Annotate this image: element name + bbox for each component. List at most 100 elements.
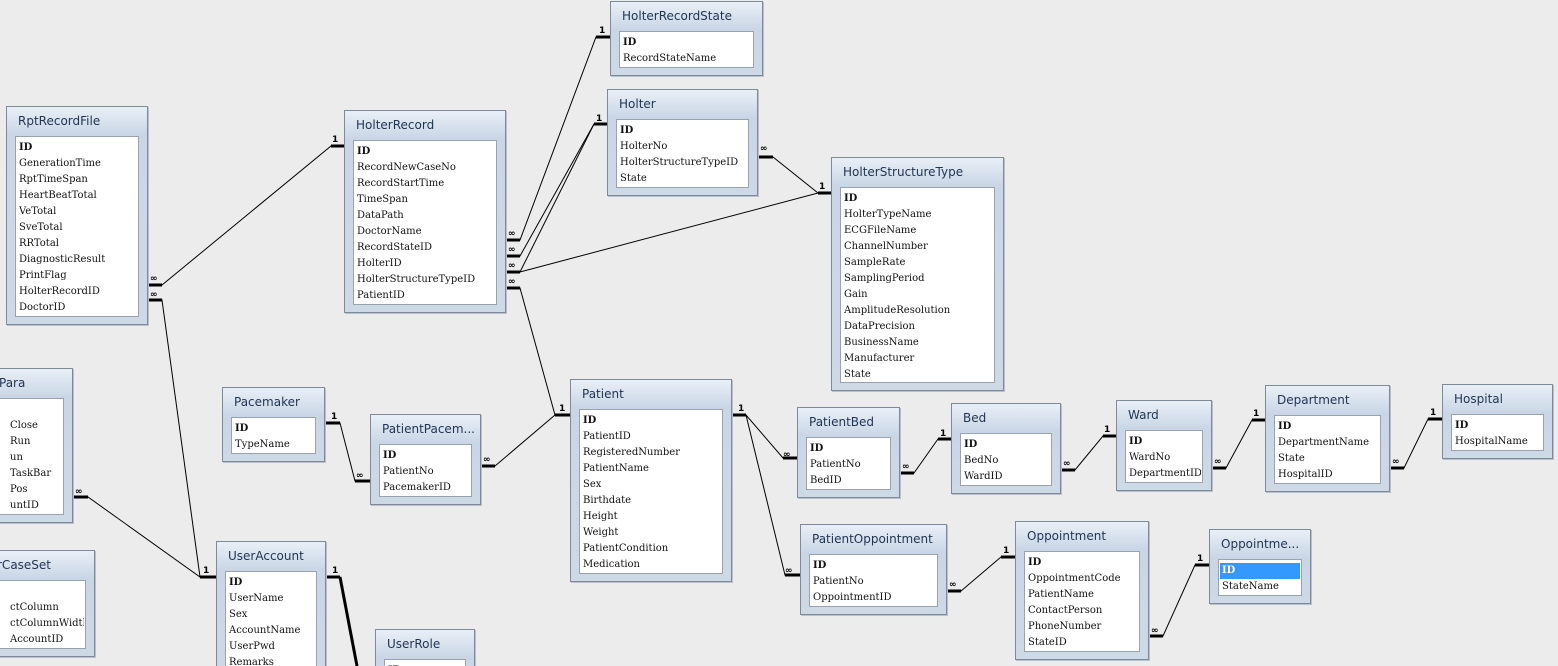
- table-patientpacemaker[interactable]: PatientPacem... ID PatientNo PacemakerID: [370, 414, 481, 505]
- column-row[interactable]: AccountName: [229, 625, 301, 636]
- column-row[interactable]: un: [10, 452, 23, 463]
- column-row[interactable]: PatientID: [357, 290, 405, 301]
- table-patientoppointment[interactable]: PatientOppointment ID PatientNo Oppointm…: [800, 524, 947, 615]
- table-patient[interactable]: Patient ID PatientID RegisteredNumber Pa…: [570, 379, 732, 582]
- column-row[interactable]: [0, 402, 62, 418]
- column-row[interactable]: AmplitudeResolution: [844, 305, 951, 316]
- column-row[interactable]: Remarks: [229, 657, 274, 666]
- column-row[interactable]: UserPwd: [229, 641, 275, 652]
- column-row[interactable]: RecordStartTime: [357, 178, 445, 189]
- relationship-line[interactable]: [506, 123, 607, 273]
- column-row[interactable]: RegisteredNumber: [583, 447, 680, 458]
- column-row[interactable]: ChannelNumber: [844, 241, 928, 252]
- column-row[interactable]: [0, 584, 84, 600]
- column-row[interactable]: OppointmentID: [813, 592, 892, 603]
- column-row[interactable]: SamplingPeriod: [844, 273, 925, 284]
- column-row[interactable]: HeartBeatTotal: [19, 190, 97, 201]
- table-ward[interactable]: Ward ID WardNo DepartmentID: [1116, 400, 1212, 491]
- column-row[interactable]: ID: [964, 439, 978, 450]
- column-row[interactable]: DepartmentID: [1129, 468, 1201, 479]
- column-row[interactable]: HolterStructureTypeID: [620, 157, 739, 168]
- column-row[interactable]: Gain: [844, 289, 868, 300]
- column-row[interactable]: UserName: [229, 593, 284, 604]
- column-row[interactable]: HospitalID: [1278, 469, 1333, 480]
- table-holterrecord[interactable]: HolterRecord ID RecordNewCaseNo RecordSt…: [344, 110, 506, 313]
- column-row[interactable]: HolterID: [357, 258, 402, 269]
- column-row[interactable]: SveTotal: [19, 222, 63, 233]
- table-holterstructuretype[interactable]: HolterStructureType ID HolterTypeName EC…: [831, 157, 1004, 391]
- column-row[interactable]: PatientName: [1028, 589, 1094, 600]
- column-row[interactable]: DiagnosticResult: [19, 254, 106, 265]
- column-row[interactable]: HolterNo: [620, 141, 668, 152]
- column-row[interactable]: PacemakerID: [383, 482, 451, 493]
- column-row[interactable]: ID: [383, 450, 397, 461]
- column-row[interactable]: ctColumnWidth: [10, 618, 84, 629]
- column-row[interactable]: PatientNo: [383, 466, 434, 477]
- column-row[interactable]: AccountID: [10, 634, 64, 645]
- column-row[interactable]: PatientCondition: [583, 543, 669, 554]
- column-row[interactable]: HolterRecordID: [19, 286, 100, 297]
- column-row[interactable]: RecordStateName: [623, 53, 717, 64]
- column-row[interactable]: ID: [810, 443, 824, 454]
- column-row[interactable]: BedNo: [964, 455, 999, 466]
- column-row[interactable]: WardNo: [1129, 452, 1171, 463]
- column-row[interactable]: ID: [813, 560, 827, 571]
- relationship-line[interactable]: [148, 299, 216, 578]
- column-row[interactable]: ID: [229, 577, 243, 588]
- column-row[interactable]: ID: [1028, 557, 1042, 568]
- column-row[interactable]: State: [844, 369, 871, 380]
- column-row[interactable]: Manufacturer: [844, 353, 915, 364]
- column-row[interactable]: HolterTypeName: [844, 209, 932, 220]
- column-row[interactable]: WardID: [964, 471, 1003, 482]
- column-row[interactable]: OppointmentCode: [1028, 573, 1121, 584]
- column-row[interactable]: RptTimeSpan: [19, 174, 88, 185]
- column-row[interactable]: ID: [844, 193, 858, 204]
- table-hospital[interactable]: Hospital ID HospitalName: [1442, 384, 1553, 459]
- column-row[interactable]: ID: [620, 125, 634, 136]
- column-row[interactable]: ID: [1278, 421, 1292, 432]
- table-pacemaker[interactable]: Pacemaker ID TypeName: [222, 387, 325, 462]
- column-row[interactable]: RecordStateID: [357, 242, 432, 253]
- table-caseset[interactable]: rCaseSet ctColumn ctColumnWidth AccountI…: [0, 550, 95, 657]
- column-row[interactable]: Weight: [583, 527, 619, 538]
- column-row[interactable]: PatientID: [583, 431, 631, 442]
- column-row[interactable]: DoctorID: [19, 302, 66, 313]
- column-row[interactable]: ctColumn: [10, 602, 59, 613]
- column-row[interactable]: SampleRate: [844, 257, 906, 268]
- column-row[interactable]: StateID: [1028, 637, 1067, 648]
- column-row[interactable]: PhoneNumber: [1028, 621, 1102, 632]
- table-department[interactable]: Department ID DepartmentName State Hospi…: [1265, 385, 1390, 492]
- column-row[interactable]: DoctorName: [357, 226, 422, 237]
- column-row[interactable]: TimeSpan: [357, 194, 408, 205]
- column-row[interactable]: Height: [583, 511, 618, 522]
- column-row[interactable]: DepartmentName: [1278, 437, 1370, 448]
- column-row[interactable]: ID: [583, 415, 597, 426]
- relationship-line[interactable]: [506, 287, 570, 416]
- table-holterrecordstate[interactable]: HolterRecordState ID RecordStateName: [610, 1, 763, 76]
- column-row[interactable]: Pos: [10, 484, 28, 495]
- relationship-line[interactable]: [947, 556, 1015, 592]
- column-row[interactable]: RecordNewCaseNo: [357, 162, 456, 173]
- column-row[interactable]: PatientName: [583, 463, 649, 474]
- column-row[interactable]: DataPath: [357, 210, 404, 221]
- relationship-line[interactable]: [506, 192, 831, 273]
- table-holter[interactable]: Holter ID HolterNo HolterStructureTypeID…: [607, 89, 758, 196]
- relationship-line[interactable]: [148, 145, 344, 286]
- table-oppointmentstate[interactable]: Oppointme... ID StateName: [1209, 529, 1311, 604]
- table-rptrecordfile[interactable]: RptRecordFile ID GenerationTime RptTimeS…: [6, 106, 148, 325]
- column-row[interactable]: ContactPerson: [1028, 605, 1103, 616]
- column-row-selected[interactable]: ID: [1220, 563, 1300, 579]
- column-row[interactable]: Sex: [583, 479, 602, 490]
- column-row[interactable]: BedID: [810, 475, 842, 486]
- table-patientbed[interactable]: PatientBed ID PatientNo BedID: [797, 407, 900, 498]
- column-row[interactable]: DataPrecision: [844, 321, 915, 332]
- table-useraccount[interactable]: UserAccount ID UserName Sex AccountName …: [216, 541, 326, 666]
- table-bed[interactable]: Bed ID BedNo WardID: [951, 403, 1061, 494]
- table-userrole[interactable]: UserRole ID: [375, 629, 475, 666]
- column-row[interactable]: Close: [10, 420, 38, 431]
- column-row[interactable]: ECGFileName: [844, 225, 917, 236]
- column-row[interactable]: ID: [357, 146, 371, 157]
- column-row[interactable]: ID: [19, 142, 33, 153]
- column-row[interactable]: Medication: [583, 559, 640, 570]
